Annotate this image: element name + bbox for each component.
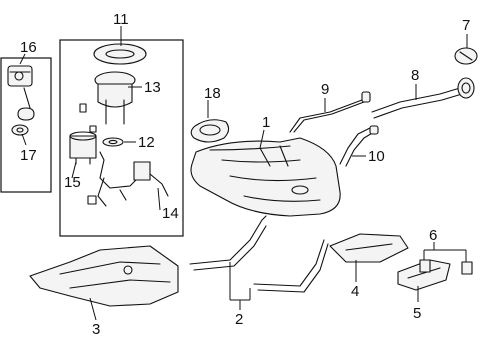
part-11-assembly xyxy=(69,43,169,207)
leader-lines xyxy=(19,26,468,321)
sender-unit xyxy=(133,161,151,181)
callout-12: 12 xyxy=(138,134,155,151)
part-8-filler-neck xyxy=(371,77,475,119)
callout-4: 4 xyxy=(351,283,359,300)
callout-10: 10 xyxy=(368,148,385,165)
part-2-tank-straps xyxy=(189,215,329,293)
part-9-vent-pipe xyxy=(289,91,371,133)
callout-11: 11 xyxy=(113,11,129,28)
part-6-bolts xyxy=(419,259,473,275)
part-1-fuel-tank xyxy=(190,137,341,217)
callout-14: 14 xyxy=(162,205,179,222)
callout-8: 8 xyxy=(411,67,419,84)
part-18-gasket xyxy=(190,119,230,143)
part-10-hose xyxy=(339,125,379,167)
callout-16: 16 xyxy=(20,39,37,56)
callout-1: 1 xyxy=(262,114,270,131)
pump-motor xyxy=(69,135,97,159)
callout-2: 2 xyxy=(235,311,243,328)
part-7-fuel-cap xyxy=(454,47,478,65)
pump-canister xyxy=(97,83,133,108)
part-4-shield xyxy=(329,233,409,263)
callout-18: 18 xyxy=(204,85,221,102)
callout-5: 5 xyxy=(413,305,421,322)
lock-ring xyxy=(93,43,147,65)
frame-16-17 xyxy=(0,57,52,193)
callout-13: 13 xyxy=(144,79,161,96)
callout-17: 17 xyxy=(20,147,37,164)
part-3-heat-shield xyxy=(29,245,179,307)
callout-3: 3 xyxy=(92,321,100,338)
o-ring xyxy=(102,137,124,147)
callout-7: 7 xyxy=(462,17,470,34)
part-16-assembly xyxy=(7,65,35,136)
callout-6: 6 xyxy=(429,227,437,244)
callout-9: 9 xyxy=(321,81,329,98)
callout-15: 15 xyxy=(64,174,81,191)
